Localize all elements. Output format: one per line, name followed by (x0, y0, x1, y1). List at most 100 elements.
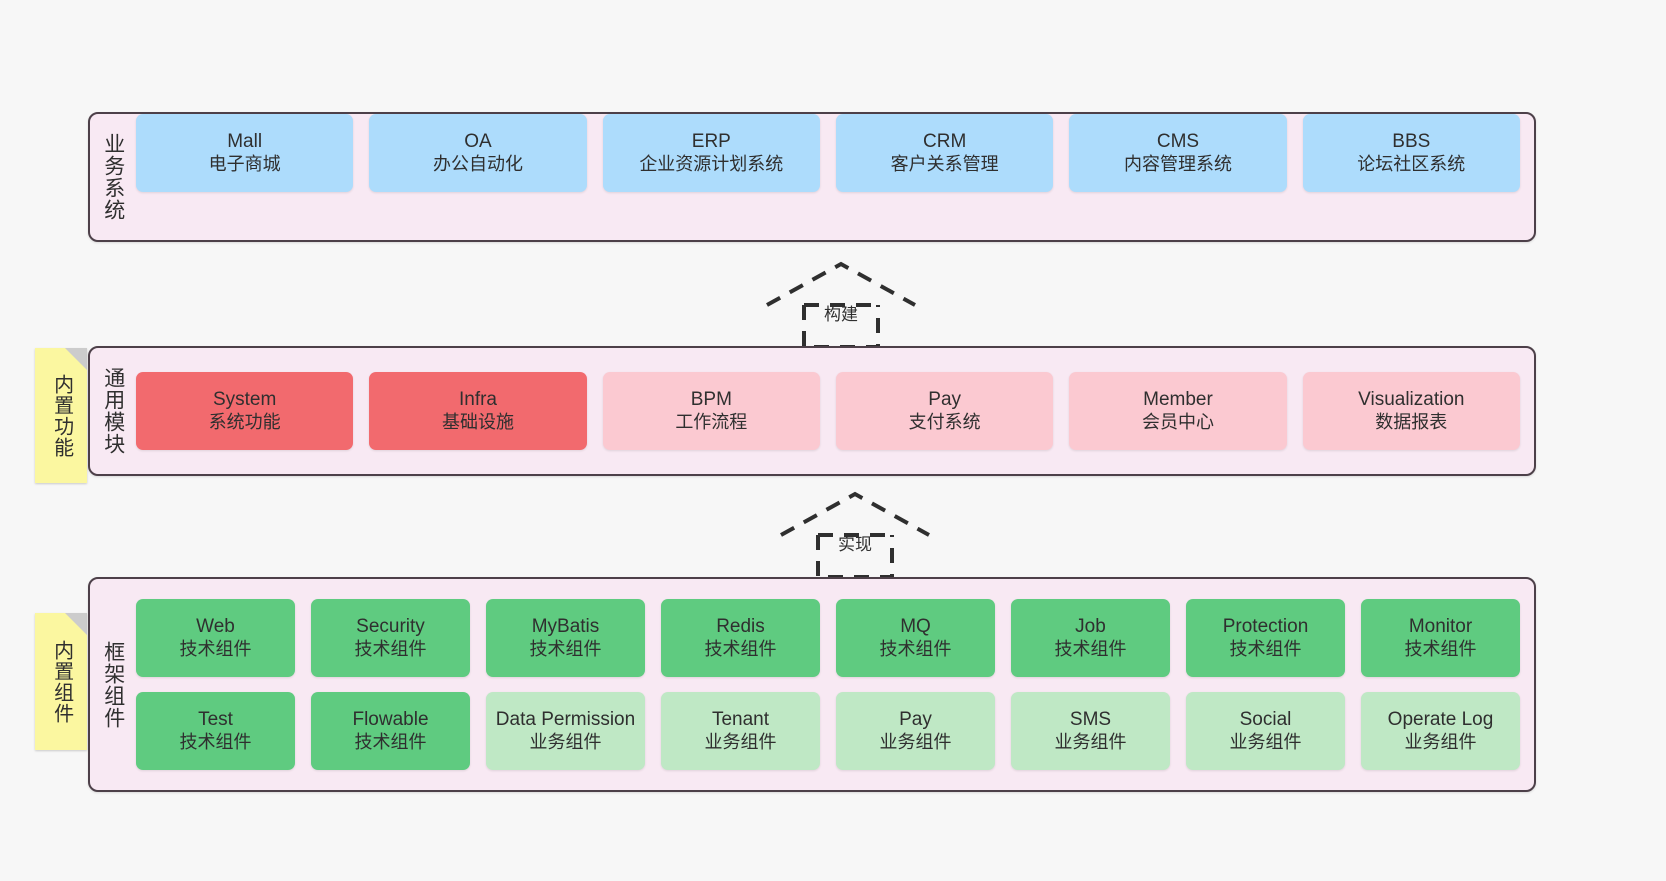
card-title: Operate Log (1387, 709, 1494, 731)
card-social[interactable]: Social 业务组件 (1186, 692, 1345, 770)
card-title: Monitor (1408, 616, 1473, 638)
card-job[interactable]: Job 技术组件 (1011, 599, 1170, 677)
card-title: Infra (458, 389, 497, 411)
note-builtin-components: 内置组件 (35, 613, 87, 750)
card-member[interactable]: Member 会员中心 (1069, 372, 1287, 450)
card-pay[interactable]: Pay 支付系统 (835, 372, 1054, 450)
card-flowable[interactable]: Flowable 技术组件 (311, 692, 470, 770)
card-subtitle: 技术组件 (529, 638, 602, 659)
card-title: Mall (227, 131, 263, 153)
note-builtin-features: 内置功能 (35, 348, 87, 483)
card-title: Protection (1222, 616, 1309, 638)
card-title: CMS (1156, 131, 1200, 153)
card-title: ERP (691, 131, 731, 153)
card-title: Test (198, 709, 233, 731)
card-subtitle: 基础设施 (441, 411, 514, 432)
card-subtitle: 技术组件 (1404, 638, 1477, 659)
layer-label-framework-components: 框架组件 (101, 640, 125, 729)
connector-realize: 实现 (770, 486, 940, 581)
card-web[interactable]: Web 技术组件 (136, 599, 295, 677)
card-subtitle: 技术组件 (879, 638, 952, 659)
card-monitor[interactable]: Monitor 技术组件 (1361, 599, 1520, 677)
layer-body-framework-components: Web 技术组件 Security 技术组件 MyBatis 技术组件 Redi… (136, 579, 1534, 790)
card-subtitle: 技术组件 (354, 638, 427, 659)
card-subtitle: 技术组件 (354, 731, 427, 752)
card-title: Web (196, 616, 235, 638)
card-subtitle: 电子商城 (208, 153, 281, 174)
card-title: Pay (928, 389, 962, 411)
card-title: Redis (716, 616, 765, 638)
card-title: Flowable (352, 709, 429, 731)
card-title: BPM (690, 389, 732, 411)
card-system[interactable]: System 系统功能 (136, 372, 354, 450)
card-oa[interactable]: OA 办公自动化 (369, 114, 587, 192)
layer-body-common-modules: System 系统功能 Infra 基础设施 BPM 工作流程 Pay 支付系统… (136, 348, 1534, 474)
card-subtitle: 数据报表 (1375, 411, 1448, 432)
note-fold-icon (65, 613, 87, 635)
connector-label: 实现 (838, 535, 872, 554)
card-title: MQ (900, 616, 931, 638)
card-subtitle: 企业资源计划系统 (639, 153, 784, 174)
layer-label-business-systems: 业务系统 (101, 133, 125, 221)
card-subtitle: 技术组件 (179, 638, 252, 659)
layer-common-modules: 通用模块 System 系统功能 Infra 基础设施 BPM 工作流程 Pay… (88, 346, 1536, 476)
card-row: Web 技术组件 Security 技术组件 MyBatis 技术组件 Redi… (136, 599, 1520, 677)
card-title: Security (356, 616, 425, 638)
card-bpm[interactable]: BPM 工作流程 (602, 372, 820, 450)
card-operate-log[interactable]: Operate Log 业务组件 (1361, 692, 1520, 770)
card-subtitle: 会员中心 (1141, 411, 1214, 432)
card-subtitle: 业务组件 (1229, 731, 1302, 752)
card-infra[interactable]: Infra 基础设施 (369, 372, 587, 450)
card-title: OA (464, 131, 492, 153)
card-protection[interactable]: Protection 技术组件 (1186, 599, 1345, 677)
card-bbs[interactable]: BBS 论坛社区系统 (1302, 114, 1520, 192)
card-title: Member (1143, 389, 1213, 411)
card-subtitle: 内容管理系统 (1123, 153, 1232, 174)
card-title: System (212, 389, 277, 411)
card-row: Test 技术组件 Flowable 技术组件 Data Permission … (136, 692, 1520, 770)
card-subtitle: 技术组件 (1054, 638, 1127, 659)
card-subtitle: 技术组件 (704, 638, 777, 659)
card-subtitle: 业务组件 (1054, 731, 1127, 752)
card-subtitle: 技术组件 (1229, 638, 1302, 659)
layer-body-business-systems: Mall 电子商城 OA 办公自动化 ERP 企业资源计划系统 CRM 客户关系… (136, 114, 1534, 192)
card-subtitle: 业务组件 (879, 731, 952, 752)
card-title: Visualization (1358, 389, 1465, 411)
layer-label-common-modules: 通用模块 (101, 367, 125, 455)
connector-label: 构建 (824, 305, 858, 324)
card-crm[interactable]: CRM 客户关系管理 (835, 114, 1054, 192)
card-subtitle: 客户关系管理 (890, 153, 999, 174)
card-mq[interactable]: MQ 技术组件 (836, 599, 995, 677)
card-test[interactable]: Test 技术组件 (136, 692, 295, 770)
card-row: System 系统功能 Infra 基础设施 BPM 工作流程 Pay 支付系统… (136, 372, 1520, 450)
note-label: 内置组件 (50, 639, 73, 724)
card-subtitle: 系统功能 (208, 411, 281, 432)
card-visualization[interactable]: Visualization 数据报表 (1302, 372, 1520, 450)
card-title: Data Permission (495, 709, 636, 731)
card-subtitle: 业务组件 (1404, 731, 1477, 752)
card-subtitle: 业务组件 (529, 731, 602, 752)
card-tenant[interactable]: Tenant 业务组件 (661, 692, 820, 770)
card-subtitle: 论坛社区系统 (1357, 153, 1466, 174)
card-sms[interactable]: SMS 业务组件 (1011, 692, 1170, 770)
card-title: Job (1075, 616, 1106, 638)
card-title: CRM (923, 131, 967, 153)
card-title: Social (1239, 709, 1292, 731)
card-cms[interactable]: CMS 内容管理系统 (1069, 114, 1287, 192)
card-subtitle: 支付系统 (908, 411, 981, 432)
card-erp[interactable]: ERP 企业资源计划系统 (602, 114, 820, 192)
card-title: Pay (899, 709, 932, 731)
card-subtitle: 工作流程 (675, 411, 748, 432)
card-mall[interactable]: Mall 电子商城 (136, 114, 354, 192)
card-data-permission[interactable]: Data Permission 业务组件 (486, 692, 645, 770)
card-row: Mall 电子商城 OA 办公自动化 ERP 企业资源计划系统 CRM 客户关系… (136, 114, 1520, 192)
connector-build: 构建 (756, 256, 926, 351)
card-title: BBS (1392, 131, 1431, 153)
card-security[interactable]: Security 技术组件 (311, 599, 470, 677)
card-subtitle: 业务组件 (704, 731, 777, 752)
card-subtitle: 技术组件 (179, 731, 252, 752)
card-mybatis[interactable]: MyBatis 技术组件 (486, 599, 645, 677)
card-redis[interactable]: Redis 技术组件 (661, 599, 820, 677)
card-pay-business[interactable]: Pay 业务组件 (836, 692, 995, 770)
